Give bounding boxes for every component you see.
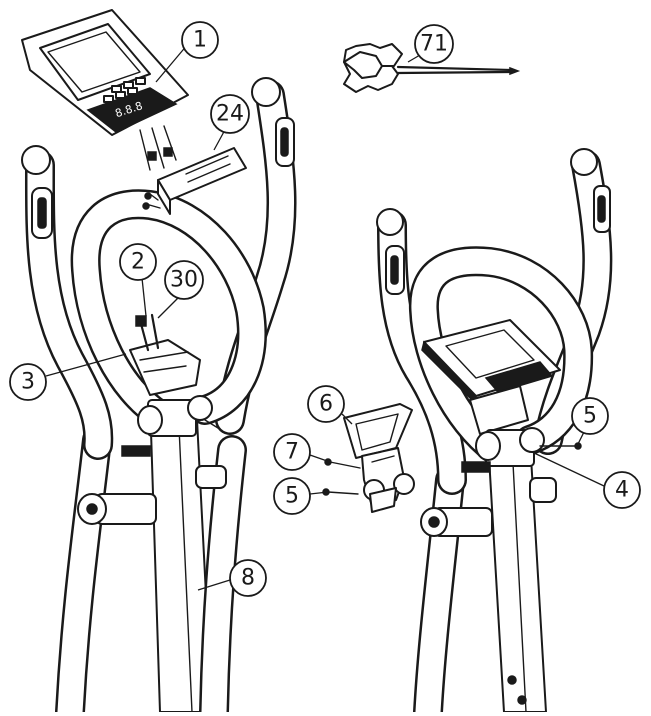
left-pivot-bar: [77, 465, 227, 525]
right-loop-handlebar: [408, 246, 594, 465]
callout-3: 3: [9, 363, 47, 401]
callout-5-left: 5: [273, 477, 311, 515]
callout-5-right-label: 5: [583, 404, 597, 429]
callout-6-label: 6: [319, 392, 333, 417]
callout-7-label: 7: [285, 440, 299, 465]
callout-24-label: 24: [216, 102, 244, 127]
callout-2: 2: [119, 243, 157, 281]
console-keypad: [103, 77, 146, 103]
callout-4: 4: [603, 471, 641, 509]
allen-wrench-part: [343, 43, 521, 93]
right-installed-console: [421, 319, 561, 435]
callout-8-label: 8: [241, 566, 255, 591]
left-lower-arm-left: [55, 425, 112, 716]
callout-24: 24: [210, 94, 250, 134]
callout-1-label: 1: [193, 28, 207, 53]
callout-2-label: 2: [131, 250, 145, 275]
left-console-mount: [121, 313, 219, 457]
callout-30-label: 30: [170, 268, 198, 293]
callout-8: 8: [229, 559, 267, 597]
callout-4-label: 4: [615, 478, 629, 503]
console-part: 8.8.8: [21, 9, 189, 171]
exploded-cover-parts: [322, 403, 415, 513]
left-handlebar-left: [21, 145, 114, 460]
callout-1: 1: [181, 21, 219, 59]
left-lower-arm-right: [199, 435, 247, 716]
right-pivot-bar: [420, 477, 557, 537]
callout-6: 6: [307, 385, 345, 423]
callout-71: 71: [414, 24, 454, 64]
callout-5-left-label: 5: [285, 484, 299, 509]
left-machine: [21, 77, 297, 716]
right-main-mast: [487, 439, 547, 713]
callout-7: 7: [273, 433, 311, 471]
callout-71-label: 71: [420, 32, 448, 57]
right-console-mount: [461, 427, 582, 473]
callout-30: 30: [164, 260, 204, 300]
right-handlebar-left: [376, 208, 467, 495]
callout-3-label: 3: [21, 370, 35, 395]
callout-5-right: 5: [571, 397, 609, 435]
right-machine: [376, 148, 613, 716]
leader-lines: [45, 43, 605, 591]
console-bracket-part: [142, 147, 247, 215]
